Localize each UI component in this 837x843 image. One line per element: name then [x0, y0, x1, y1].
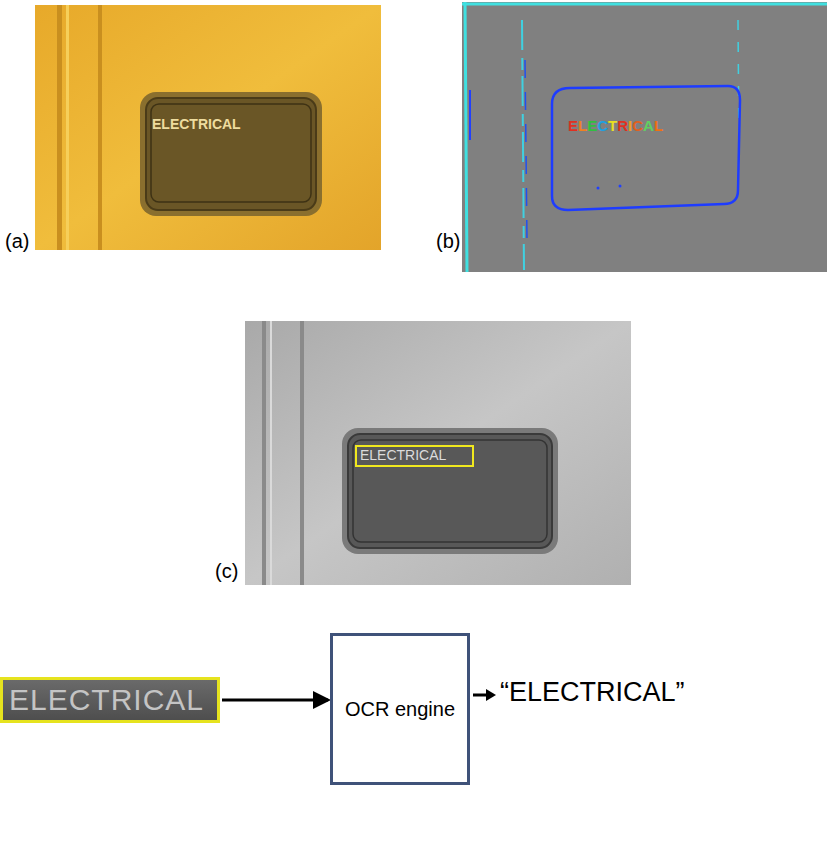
- panel-letter: (c): [215, 560, 238, 582]
- segmented-text: ELECTRICAL: [568, 118, 663, 135]
- result-arrow: [473, 689, 496, 701]
- photo-b: [462, 2, 827, 272]
- ocr-engine-box: OCR engine: [330, 633, 470, 785]
- node-text: OCR engine: [345, 697, 455, 722]
- panel-letter: (a): [5, 230, 29, 252]
- photo-a: [35, 5, 381, 250]
- sign-text: ELECTRICAL: [152, 117, 241, 132]
- cropped-text-region: ELECTRICAL: [0, 677, 220, 723]
- flow-arrow: [222, 699, 328, 702]
- node-text: ELECTRICAL: [9, 683, 204, 717]
- photo-c: [245, 321, 631, 585]
- panel-letter: (b): [436, 230, 460, 252]
- detected-text: ELECTRICAL: [360, 448, 446, 463]
- ocr-output: “ELECTRICAL”: [500, 678, 685, 708]
